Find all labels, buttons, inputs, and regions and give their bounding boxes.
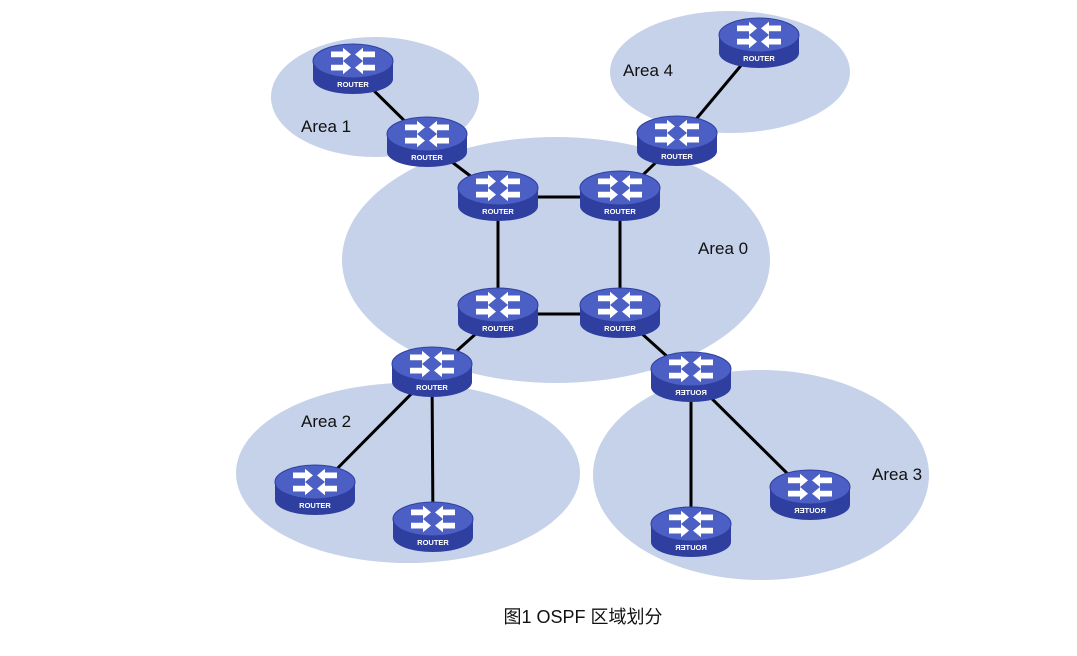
router-r-abr1: ROUTER — [386, 116, 468, 167]
area-4-label: Area 4 — [623, 61, 673, 80]
area-2-label: Area 2 — [301, 412, 351, 431]
area-3-label: Area 3 — [872, 465, 922, 484]
router-top — [579, 287, 661, 323]
router-top — [392, 501, 474, 537]
router-label: ROUTER — [482, 207, 514, 216]
router-r-a2-left: ROUTER — [274, 464, 356, 515]
router-r-a2-bottom: ROUTER — [392, 501, 474, 552]
router-top — [312, 43, 394, 79]
router-r-abr3: ROUTER — [650, 351, 732, 402]
router-label: ROUTER — [675, 388, 707, 397]
area-0-region — [342, 137, 770, 383]
router-top — [718, 17, 800, 53]
router-r-a1: ROUTER — [312, 43, 394, 94]
router-label: ROUTER — [416, 383, 448, 392]
router-label: ROUTER — [604, 324, 636, 333]
router-top — [391, 346, 473, 382]
area-1-label: Area 1 — [301, 117, 351, 136]
router-label: ROUTER — [604, 207, 636, 216]
router-top — [650, 351, 732, 387]
router-top — [274, 464, 356, 500]
routers-layer: ROUTER ROUTER ROUTER ROUTER ROUTER ROUTER ROUT… — [274, 17, 851, 557]
router-r-abr2: ROUTER — [391, 346, 473, 397]
router-top — [457, 170, 539, 206]
router-top — [650, 506, 732, 542]
router-r-a3-bottom: ROUTER — [650, 506, 732, 557]
router-r-abr4: ROUTER — [636, 115, 718, 166]
area-0-label: Area 0 — [698, 239, 748, 258]
router-r-bb-tr: ROUTER — [579, 170, 661, 221]
router-label: ROUTER — [417, 538, 449, 547]
router-top — [579, 170, 661, 206]
router-top — [636, 115, 718, 151]
router-label: ROUTER — [794, 506, 826, 515]
area-2-region — [236, 383, 580, 563]
router-top — [386, 116, 468, 152]
router-r-bb-br: ROUTER — [579, 287, 661, 338]
router-label: ROUTER — [661, 152, 693, 161]
router-label: ROUTER — [337, 80, 369, 89]
router-r-a3-right: ROUTER — [769, 469, 851, 520]
router-label: ROUTER — [411, 153, 443, 162]
router-label: ROUTER — [743, 54, 775, 63]
router-top — [769, 469, 851, 505]
router-r-bb-tl: ROUTER — [457, 170, 539, 221]
router-label: ROUTER — [675, 543, 707, 552]
router-label: ROUTER — [299, 501, 331, 510]
router-top — [457, 287, 539, 323]
figure-caption: 图1 OSPF 区域划分 — [503, 607, 662, 627]
router-label: ROUTER — [482, 324, 514, 333]
router-r-bb-bl: ROUTER — [457, 287, 539, 338]
router-r-a4: ROUTER — [718, 17, 800, 68]
